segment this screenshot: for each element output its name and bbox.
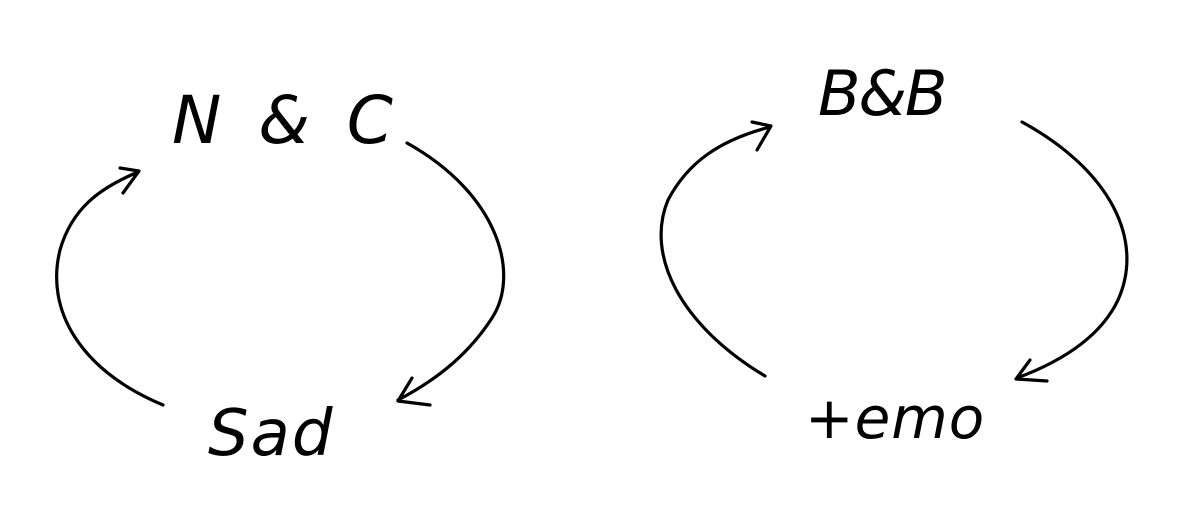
arrow-right-cycle-right-arc — [1015, 120, 1129, 380]
arrowhead-right-cycle-bottom — [1014, 358, 1049, 383]
arrow-left-cycle-right-arc — [396, 141, 506, 402]
arrowhead-right-cycle-top — [750, 120, 773, 152]
arrow-right-cycle-left-arc — [659, 125, 772, 378]
node-label-left-bottom: Sad — [208, 397, 334, 471]
node-label-right-bottom: +emo — [805, 384, 985, 452]
node-label-left-top: N & C — [172, 82, 401, 159]
arrowhead-left-cycle-bottom — [396, 376, 432, 407]
arrowhead-left-cycle-top — [118, 166, 141, 195]
node-label-right-top: B&B — [818, 57, 945, 130]
arrow-left-cycle-left-arc — [55, 170, 165, 407]
cycle-diagram-right: B&B +emo — [659, 57, 1129, 452]
cycle-diagram-left: N & C Sad — [55, 82, 506, 471]
